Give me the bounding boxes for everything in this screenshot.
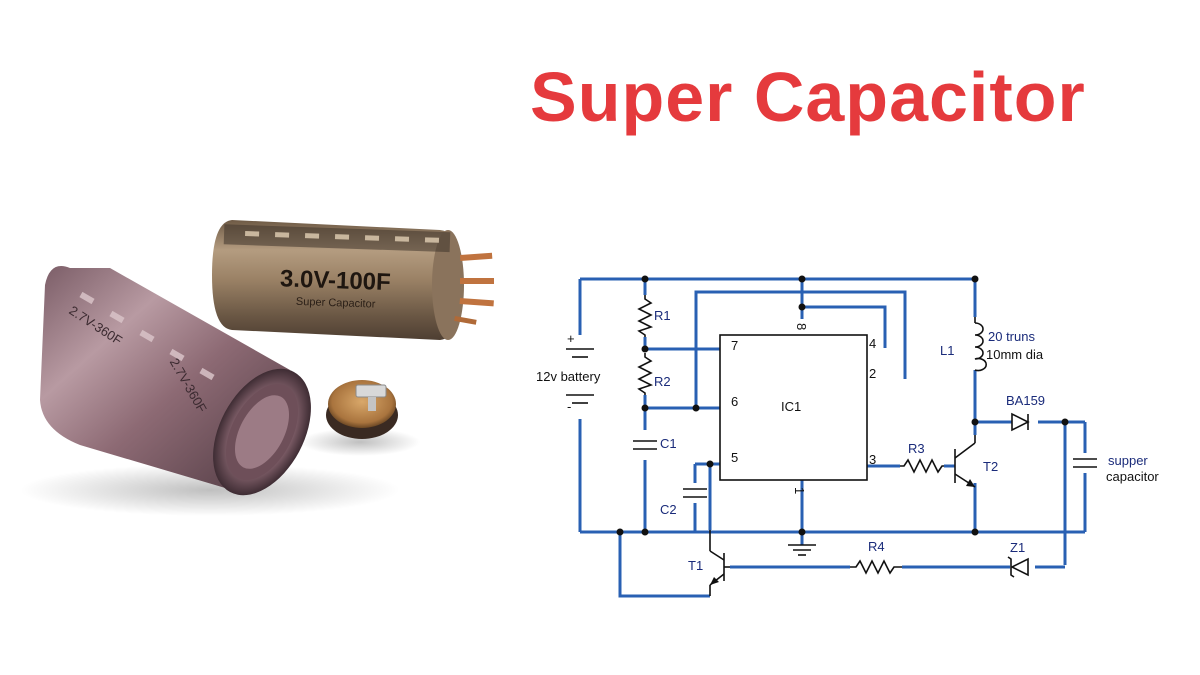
large-cap-sublabel: Super Capacitor xyxy=(296,296,376,311)
capacitor-c1: C1 xyxy=(633,436,677,451)
large-cap-label: 3.0V-100F xyxy=(280,265,392,296)
t1-label: T1 xyxy=(688,558,703,573)
battery-minus: - xyxy=(567,399,571,414)
ic1: IC1 7 6 5 4 2 3 8 1 xyxy=(719,323,876,494)
diode-label: BA159 xyxy=(1006,393,1045,408)
r1-label: R1 xyxy=(654,308,671,323)
output-capacitor: supper capacitor xyxy=(1073,453,1159,484)
ic-pin-1: 1 xyxy=(792,487,807,494)
coin-capacitor xyxy=(326,380,398,439)
resistor-r4: R4 xyxy=(850,539,902,575)
transistor-t2: T2 xyxy=(954,435,998,488)
inductor-l1: L1 20 truns 10mm dia xyxy=(940,317,1044,372)
resistor-r2: R2 xyxy=(637,353,671,395)
super-capacitor-photo: 3.0V-100F Super Capacitor 2.7V-360F 2.7V… xyxy=(20,220,494,516)
r4-label: R4 xyxy=(868,539,885,554)
l1-note-diameter: 10mm dia xyxy=(986,347,1044,362)
ic-name: IC1 xyxy=(781,399,801,414)
output-cap-label-2: capacitor xyxy=(1106,469,1159,484)
c1-label: C1 xyxy=(660,436,677,451)
ic-pin-4: 4 xyxy=(869,336,876,351)
l1-label: L1 xyxy=(940,343,954,358)
transistor-t1: T1 xyxy=(688,530,730,596)
ic-pin-6: 6 xyxy=(731,394,738,409)
resistor-r3: R3 xyxy=(900,441,944,474)
ic-pin-3: 3 xyxy=(869,452,876,467)
c2-label: C2 xyxy=(660,502,677,517)
r3-label: R3 xyxy=(908,441,925,456)
ic-pin-7: 7 xyxy=(731,338,738,353)
brown-capacitor: 3.0V-100F Super Capacitor xyxy=(212,220,494,340)
zener-label: Z1 xyxy=(1010,540,1025,555)
l1-note-turns: 20 truns xyxy=(988,329,1035,344)
ic-pin-2: 2 xyxy=(869,366,876,381)
battery-label: 12v battery xyxy=(536,369,601,384)
junctions xyxy=(616,275,1069,536)
zener-z1: Z1 xyxy=(1007,540,1029,578)
ic-pin-8: 8 xyxy=(794,323,809,330)
ic-pin-5: 5 xyxy=(731,450,738,465)
ground-symbol xyxy=(788,544,816,556)
diode-ba159: BA159 xyxy=(1006,393,1045,432)
mauve-capacitor: 2.7V-360F 2.7V-360F xyxy=(40,266,311,496)
battery: + - 12v battery xyxy=(536,331,601,414)
output-cap-label-1: supper xyxy=(1108,453,1148,468)
circuit-schematic: + - 12v battery R1 R2 C1 C2 IC1 7 6 5 4 … xyxy=(536,275,1159,598)
r2-label: R2 xyxy=(654,374,671,389)
resistor-r1: R1 xyxy=(637,295,671,337)
page-title: Super Capacitor xyxy=(530,58,1086,136)
capacitor-c2: C2 xyxy=(660,488,707,517)
battery-plus: + xyxy=(567,331,575,346)
t2-label: T2 xyxy=(983,459,998,474)
